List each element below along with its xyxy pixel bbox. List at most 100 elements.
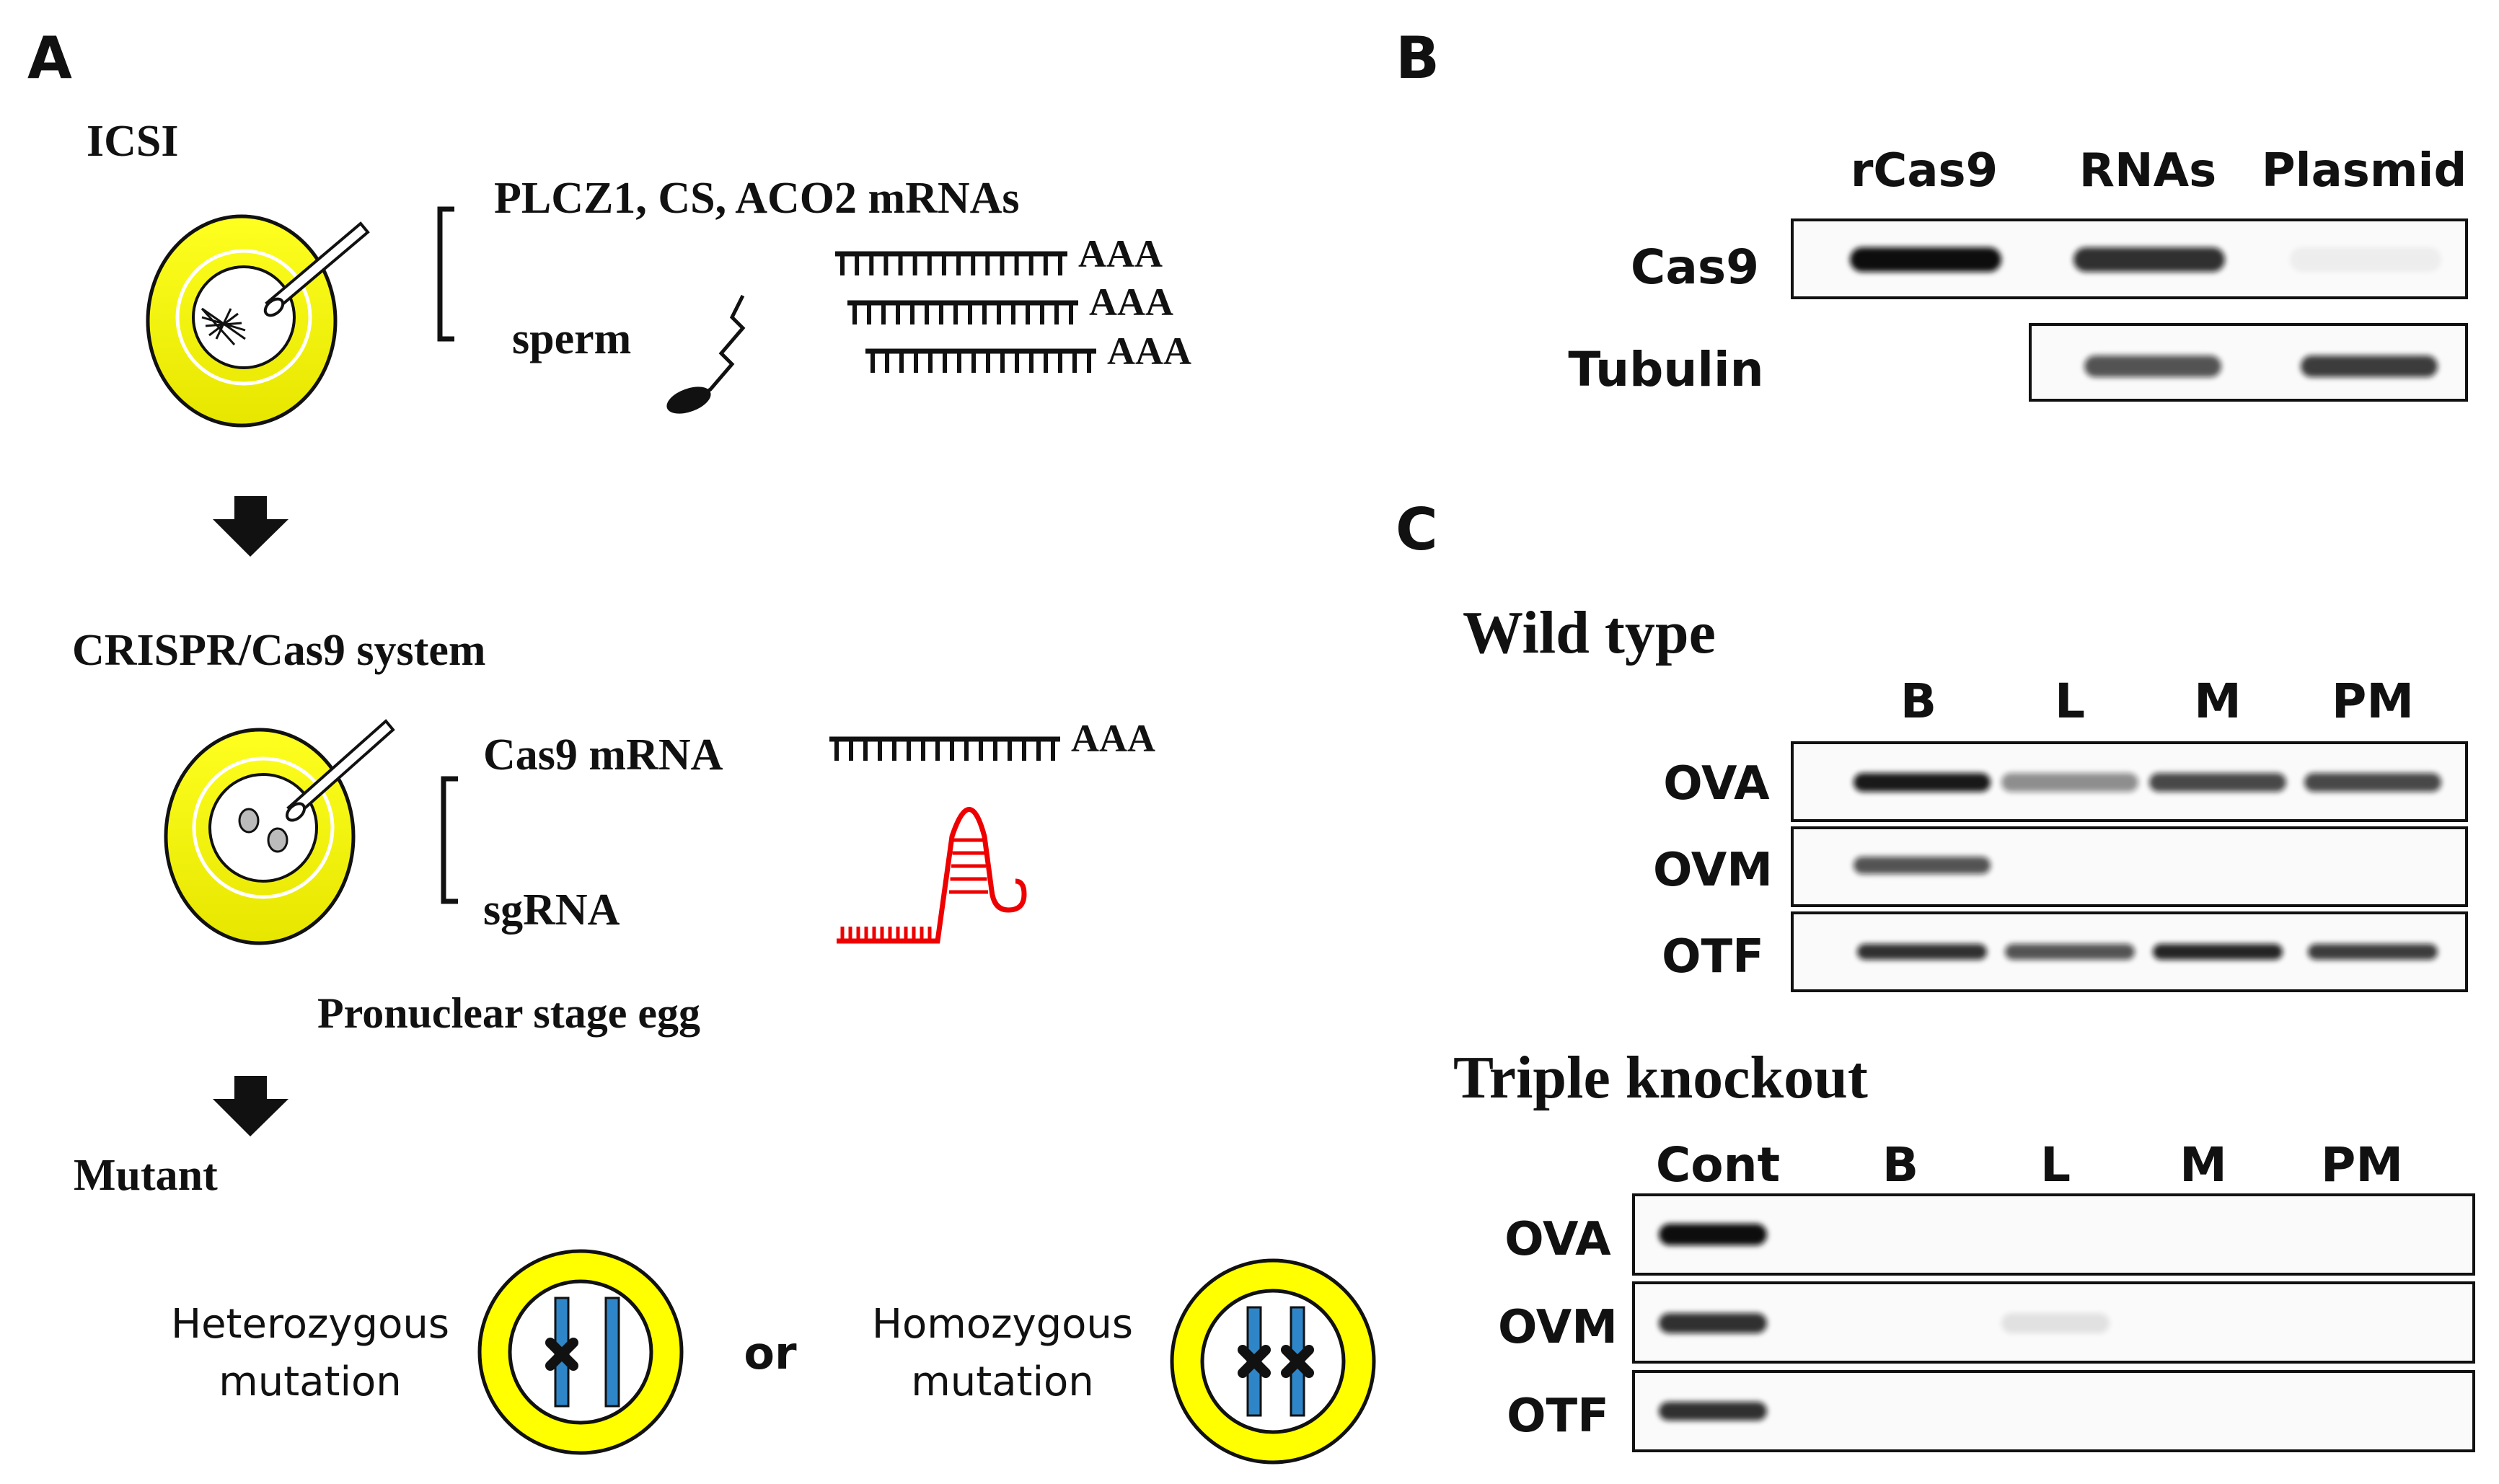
wt-band-row-ova — [1854, 773, 2441, 792]
polyA-label-1: AAA — [1078, 232, 1163, 275]
band-cont — [1659, 1313, 1767, 1333]
tko-blot-strip-otf — [1632, 1370, 2475, 1452]
mrna-icon — [829, 736, 1060, 761]
tko-blot-strip-ova — [1632, 1193, 2475, 1276]
tko-row-label-ovm: OVM — [1498, 1301, 1618, 1354]
mutation-cross-icon — [1281, 1345, 1314, 1378]
lane-label-rcas9: rCas9 — [1851, 144, 1998, 198]
cas9-polyA-label: AAA — [1071, 717, 1155, 760]
ooplasm — [208, 773, 318, 883]
tko-lane-label-m: M — [2180, 1137, 2227, 1193]
band-b — [1857, 944, 1987, 960]
panel-c-letter: C — [1396, 496, 1438, 563]
down-arrow-icon — [213, 1076, 288, 1136]
band-m — [2153, 944, 2283, 960]
wt-row-label-ova: OVA — [1663, 757, 1770, 811]
sperm-icon — [666, 294, 746, 414]
wt-band-row-ovm — [1854, 857, 1991, 874]
tko-band-row-ova — [1659, 1224, 1767, 1245]
band-row-tubulin — [2084, 355, 2438, 377]
or-label: or — [744, 1327, 797, 1379]
panel-a: A ICSI PLCZ1, CS, ACO2 mRNAs sperm — [27, 25, 1376, 1465]
sgrna-label: sgRNA — [483, 885, 620, 935]
mutation-cross-icon — [545, 1338, 578, 1371]
wt-row-label-otf: OTF — [1662, 930, 1764, 984]
tko-row-label-ova: OVA — [1504, 1213, 1611, 1266]
wt-lane-label-l: L — [2055, 673, 2085, 729]
row-label-cas9: Cas9 — [1631, 239, 1759, 295]
band-rcas9 — [1850, 247, 2001, 272]
panel-c: C Wild type B L M PM OVA OVM OTF Triple … — [1396, 496, 2475, 1452]
down-arrow-icon — [213, 496, 288, 557]
crispr-bracket — [441, 776, 458, 904]
nucleus — [1200, 1289, 1346, 1434]
band-row-cas9 — [1850, 247, 2441, 272]
sperm-label: sperm — [512, 314, 631, 363]
panel-b-letter: B — [1396, 25, 1440, 92]
homo-label-line1: Homozygous — [872, 1301, 1133, 1348]
band-pm — [2308, 944, 2438, 960]
band-l — [2005, 944, 2135, 960]
band-plasmid — [2301, 355, 2438, 377]
band-l — [2001, 773, 2138, 792]
tko-lane-label-pm: PM — [2321, 1137, 2403, 1193]
icsi-bracket — [437, 206, 454, 342]
hetero-label-line1: Heterozygous — [171, 1301, 449, 1348]
polyA-label-3: AAA — [1107, 330, 1191, 373]
band-rnas — [2073, 247, 2225, 272]
tko-lane-label-b: B — [1882, 1137, 1918, 1193]
lane-label-rnas: RNAs — [2079, 144, 2216, 198]
crispr-egg-group — [164, 719, 395, 945]
tko-lane-label-cont: Cont — [1656, 1137, 1780, 1193]
panel-a-letter: A — [27, 25, 72, 92]
spindle-icon — [200, 307, 246, 346]
wild-type-title: Wild type — [1463, 599, 1716, 666]
band-m — [2149, 773, 2286, 792]
nucleus — [508, 1279, 653, 1425]
ooplasm — [192, 265, 296, 369]
icsi-title: ICSI — [87, 117, 179, 166]
zona-ring — [175, 249, 312, 386]
polyA-label-2: AAA — [1089, 281, 1173, 324]
band-b — [1854, 773, 1991, 792]
sgrna-hairpin-icon — [837, 807, 1027, 944]
lane-label-plasmid: Plasmid — [2262, 144, 2467, 198]
wt-band-row-otf — [1857, 944, 2438, 960]
injection-pipette-icon — [263, 221, 370, 317]
zona-ring — [192, 756, 335, 899]
heterozygous-cell — [477, 1249, 684, 1455]
band-rnas — [2084, 355, 2221, 377]
panel-b: B rCas9 RNAs Plasmid Cas9 Tubulin — [1396, 25, 2468, 402]
hetero-label-line2: mutation — [219, 1359, 402, 1405]
pronucleus-icon — [267, 827, 288, 853]
tko-band-row-ovm — [1659, 1313, 2110, 1333]
wt-lane-label-m: M — [2194, 673, 2242, 729]
tko-lane-label-l: L — [2040, 1137, 2071, 1193]
crispr-title: CRISPR/Cas9 system — [72, 626, 486, 675]
cas9-mrna-label: Cas9 mRNA — [483, 730, 723, 779]
mrna-icon — [835, 251, 1067, 275]
band-plasmid — [2290, 247, 2441, 272]
mrnas-label: PLCZ1, CS, ACO2 mRNAs — [494, 174, 1020, 223]
icsi-mrna-group: AAA AAA AAA — [835, 232, 1191, 373]
stage-label: Pronuclear stage egg — [317, 989, 700, 1037]
chromosome-icon — [604, 1297, 620, 1408]
icsi-egg-group — [146, 214, 370, 428]
wt-blot-strip-ovm — [1791, 826, 2468, 907]
band-b — [1854, 857, 1991, 874]
mutant-title: Mutant — [74, 1151, 218, 1200]
tko-band-row-otf — [1659, 1402, 1767, 1421]
pronucleus-icon — [238, 808, 260, 834]
band-cont — [1659, 1402, 1767, 1421]
mutation-cross-icon — [1238, 1345, 1271, 1378]
band-cont — [1659, 1224, 1767, 1245]
band-pm — [2304, 773, 2441, 792]
mrna-icon — [847, 300, 1078, 324]
mrna-icon — [865, 348, 1096, 373]
homozygous-cell — [1170, 1258, 1376, 1465]
wt-lane-label-pm: PM — [2332, 673, 2414, 729]
wt-lane-label-b: B — [1900, 673, 1936, 729]
injection-pipette-icon — [285, 719, 395, 822]
homo-label-line2: mutation — [911, 1359, 1094, 1405]
